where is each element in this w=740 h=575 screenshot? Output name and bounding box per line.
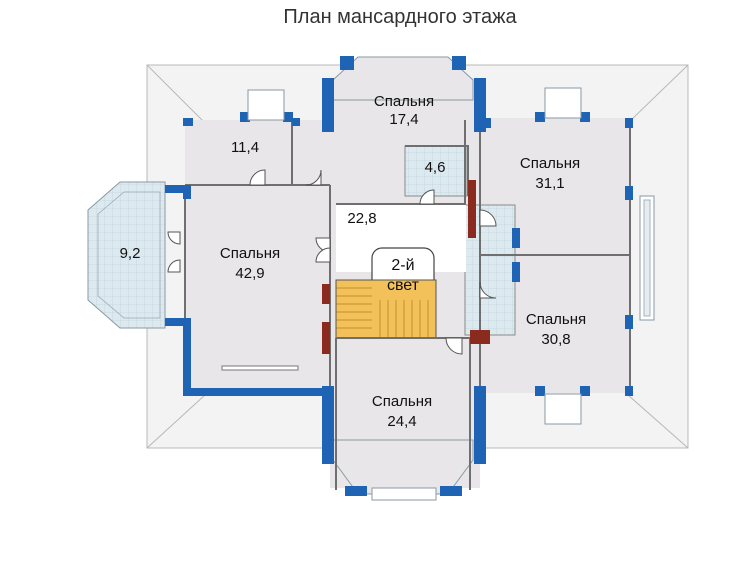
bottom-bay <box>332 439 474 495</box>
room-4-6-label: 4,6 <box>425 159 446 176</box>
right-bay-inner <box>643 199 651 317</box>
bedroom-42-9-area: 42,9 <box>235 265 264 282</box>
exterior-walls <box>165 56 633 496</box>
chimneys <box>322 180 490 354</box>
roof-ridge-tl <box>146 64 206 124</box>
bedroom-31-1-area: 31,1 <box>535 175 564 192</box>
bedroom-24-4-name: Спальня <box>372 393 432 410</box>
bedroom-42-9-name: Спальня <box>220 245 280 262</box>
bedroom-17-4-name: Спальня <box>374 93 434 110</box>
roof-ridge-tr <box>627 64 689 124</box>
windows <box>247 87 582 501</box>
bedroom-17-4-area: 17,4 <box>389 111 418 128</box>
wardrobe-rail <box>221 365 299 371</box>
bedroom-30-8-area: 30,8 <box>541 331 570 348</box>
roof-ridge-bl <box>146 394 206 449</box>
interior-left <box>185 120 330 395</box>
room-11-4-label: 11,4 <box>231 139 259 156</box>
light-well-line1: 2-й <box>391 257 414 274</box>
light-well-line2: свет <box>387 277 420 294</box>
plan-title: План мансардного этажа <box>283 6 517 28</box>
bathroom-tiles <box>404 145 468 197</box>
left-bay-inner <box>97 191 161 319</box>
hall-22-8-label: 22,8 <box>347 210 376 227</box>
roof-ridge-br <box>627 394 689 449</box>
door-swings <box>167 169 497 355</box>
bedroom-24-4-area: 24,4 <box>387 413 416 430</box>
room-9-2-label: 9,2 <box>120 245 141 262</box>
bedroom-31-1-name: Спальня <box>520 155 580 172</box>
stairs <box>335 279 437 339</box>
bedroom-30-8-name: Спальня <box>526 311 586 328</box>
